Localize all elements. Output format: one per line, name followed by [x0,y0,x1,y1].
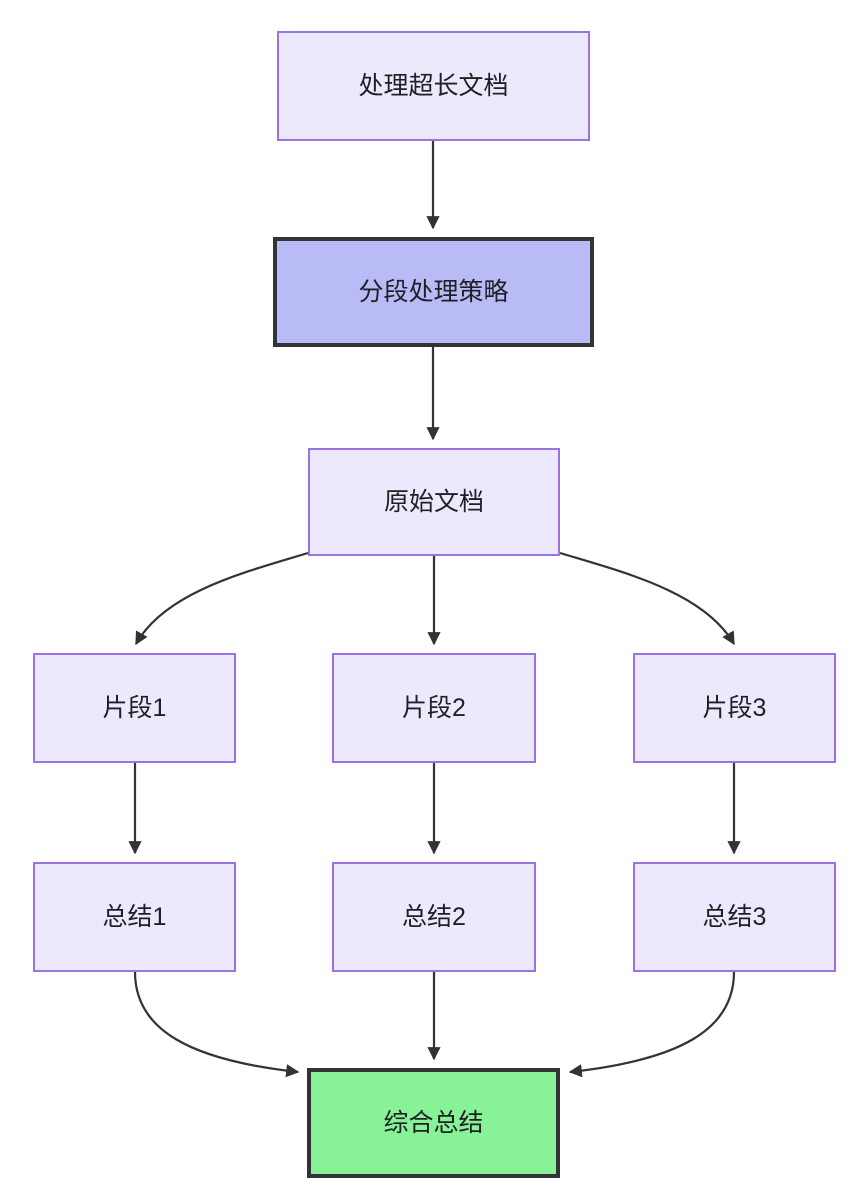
edge-orig-to-frag1 [135,551,309,646]
node-label: 片段1 [102,694,167,722]
node-label: 片段2 [402,694,466,722]
edge-sum1-to-final [133,971,300,1078]
node-summary-2[interactable]: 总结2 [332,862,536,972]
node-label: 综合总结 [383,1109,484,1137]
node-process-long-document[interactable]: 处理超长文档 [277,31,590,141]
node-label: 处理超长文档 [358,72,509,100]
node-original-document[interactable]: 原始文档 [308,448,560,556]
node-summary-1[interactable]: 总结1 [33,862,236,972]
node-summary-3[interactable]: 总结3 [633,862,836,972]
node-label: 分段处理策略 [358,278,509,306]
node-label: 总结2 [402,903,466,931]
node-label: 总结3 [702,903,767,931]
node-label: 总结1 [102,903,167,931]
edge-orig-to-frag3 [559,551,735,646]
node-chunking-strategy[interactable]: 分段处理策略 [273,237,594,347]
node-label: 原始文档 [383,488,484,516]
node-fragment-3[interactable]: 片段3 [633,653,836,763]
node-final-summary[interactable]: 综合总结 [307,1068,560,1178]
node-fragment-2[interactable]: 片段2 [332,653,536,763]
node-fragment-1[interactable]: 片段1 [33,653,236,763]
node-label: 片段3 [702,694,767,722]
edge-sum3-to-final [568,971,736,1078]
